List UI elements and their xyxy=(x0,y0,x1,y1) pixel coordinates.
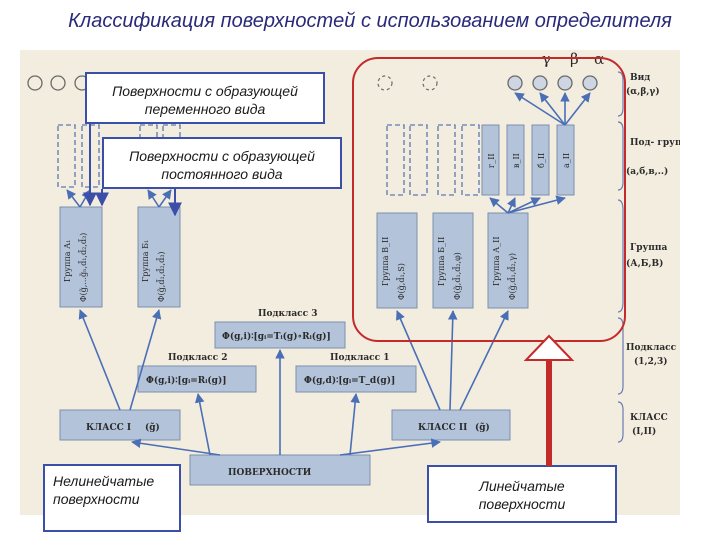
subclass2-box: Подкласс 2 Φ(g,i)∶[gᵢ=Rᵢ(g)] xyxy=(137,353,257,393)
class1-label: КЛАСС I xyxy=(86,423,131,433)
callout-nonlinear-text: Нелинейчатые поверхности xyxy=(53,473,155,507)
callout-linear: Линейчатые поверхности xyxy=(427,465,617,523)
callout-constant-generator: Поверхности с образующей постоянного вид… xyxy=(102,137,342,189)
subclass2-title: Подкласс 2 xyxy=(168,353,228,363)
group-b2-label: Группа Б_II xyxy=(437,237,446,286)
classification-diagram: Группа А₁ Φ(g̃,...g̃ₙ,d̃₁,d̃₂,d̃₃) Групп… xyxy=(20,50,694,515)
group-b2-formula: Φ(g̃,d̃₁,d̃₂,φ) xyxy=(451,252,462,300)
legend-klass: КЛАСС xyxy=(630,413,668,423)
subclass3-title: Подкласс 3 xyxy=(258,309,318,319)
root-label: ПОВЕРХНОСТИ xyxy=(228,468,312,478)
group-b1-box: Группа Б₁ Φ(g̃,d̃₁,d̃₂,d̃₃) xyxy=(137,206,181,308)
legend-podgruppa-sub: (а,б,в,..) xyxy=(626,166,668,177)
legend-podklass-sub: (1,2,3) xyxy=(634,356,668,367)
subclass3-box: Подкласс 3 Φ(g,i)∶[gᵢ=Tᵢ(g)∘Rᵢ(g)] xyxy=(214,309,346,349)
linear-surfaces-highlight xyxy=(352,57,626,342)
callout-variable-generator: Поверхности с образующей переменного вид… xyxy=(85,72,325,124)
class2-box: КЛАСС II (g̃) xyxy=(391,409,511,441)
class2-label: КЛАСС II xyxy=(418,423,467,433)
group-b1-formula: Φ(g̃,d̃₁,d̃₂,d̃₃) xyxy=(155,251,166,302)
group-v2-label: Группа В_II xyxy=(381,237,390,286)
callout-variable-generator-text: Поверхности с образующей переменного вид… xyxy=(112,83,298,117)
subgroup-a2: а_II xyxy=(562,153,571,168)
level-legend: Вид (α,β,γ) Под- группа (а,б,в,..) Групп… xyxy=(617,71,694,443)
legend-vid: Вид xyxy=(630,73,650,83)
group-a2-label: Группа А_II xyxy=(492,237,501,286)
subgroup-v2: в_II xyxy=(512,153,521,168)
greek-gamma: γ xyxy=(542,50,551,68)
legend-podgruppa: Под- группа xyxy=(630,138,680,148)
slide-title: Классификация поверхностей с использован… xyxy=(68,10,672,32)
greek-beta: β xyxy=(570,50,579,68)
class1-box: КЛАСС I (g̃) xyxy=(59,409,181,441)
group-v2-formula: Φ(g̃,d̃₁,S) xyxy=(395,263,406,300)
legend-gruppa-sub: (А,Б,В) xyxy=(626,258,663,269)
legend-klass-sub: (I,II) xyxy=(632,426,656,437)
subgroup-g2: г_II xyxy=(487,153,496,168)
group-a2-formula: Φ(g̃,d̃₁,d̃₂,γ) xyxy=(506,253,517,300)
subclass3-formula: Φ(g,i)∶[gᵢ=Tᵢ(g)∘Rᵢ(g)] xyxy=(222,331,331,342)
legend-podklass: Подкласс xyxy=(626,343,677,353)
subclass1-box: Подкласс 1 Φ(g,d)∶[gᵢ=T_d(g)] xyxy=(295,353,417,393)
subgroup-b2: б_II xyxy=(537,153,546,168)
group-a1-formula: Φ(g̃,...g̃ₙ,d̃₁,d̃₂,d̃₃) xyxy=(77,233,88,302)
subclass1-formula: Φ(g,d)∶[gᵢ=T_d(g)] xyxy=(304,375,395,386)
group-b1-label: Группа Б₁ xyxy=(141,240,150,282)
legend-vid-sub: (α,β,γ) xyxy=(626,86,660,97)
subclass1-title: Подкласс 1 xyxy=(330,353,390,363)
group-a1-label: Группа А₁ xyxy=(63,240,72,282)
group-a1-box: Группа А₁ Φ(g̃,...g̃ₙ,d̃₁,d̃₂,d̃₃) xyxy=(59,206,103,308)
callout-linear-text: Линейчатые поверхности xyxy=(478,478,566,512)
group-v2-box: Группа В_II Φ(g̃,d̃₁,S) xyxy=(376,212,418,309)
greek-alpha: α xyxy=(594,50,604,68)
class1-arg: (g̃) xyxy=(145,422,160,433)
group-b2-box: Группа Б_II Φ(g̃,d̃₁,d̃₂,φ) xyxy=(432,212,474,309)
legend-gruppa: Группа xyxy=(630,243,667,253)
right-subgroups xyxy=(481,124,575,196)
callout-nonlinear: Нелинейчатые поверхности xyxy=(43,464,181,532)
root-box: ПОВЕРХНОСТИ xyxy=(189,454,371,486)
group-a2-box: Группа А_II Φ(g̃,d̃₁,d̃₂,γ) xyxy=(487,212,529,309)
subclass2-formula: Φ(g,i)∶[gᵢ=Rᵢ(g)] xyxy=(146,375,227,386)
callout-constant-generator-text: Поверхности с образующей постоянного вид… xyxy=(129,148,315,182)
right-species-circles xyxy=(507,75,598,91)
class2-arg: (g̃) xyxy=(475,422,490,433)
